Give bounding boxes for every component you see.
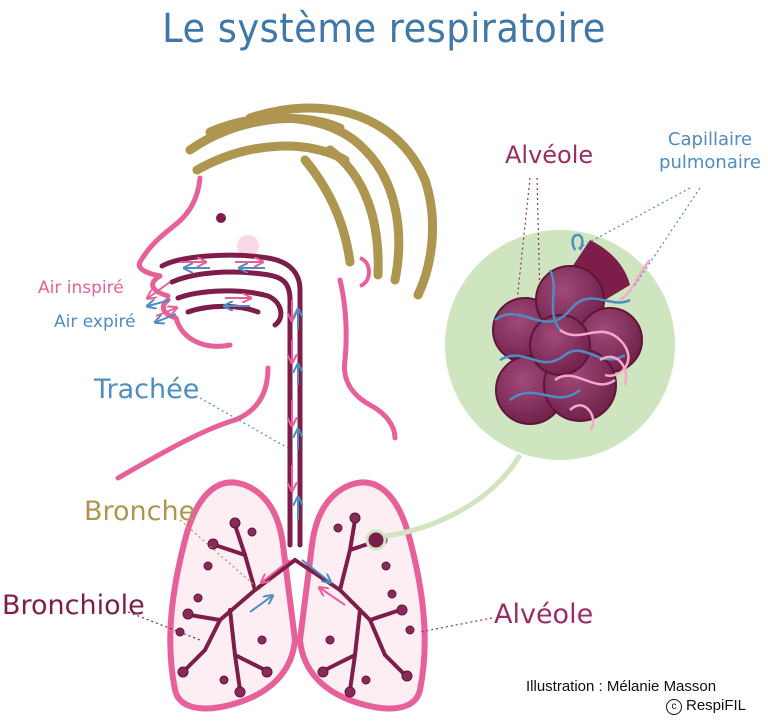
bronche-label: Bronche bbox=[84, 496, 196, 527]
copyright-holder: RespiFIL bbox=[686, 697, 747, 714]
capillaire-label-line2: pulmonaire bbox=[659, 152, 761, 173]
alveolus-zoom bbox=[445, 230, 675, 460]
airflow-arrows bbox=[148, 262, 298, 520]
air-inspire-label: Air inspiré bbox=[38, 278, 124, 298]
trachee-label: Trachée bbox=[94, 374, 200, 405]
ear bbox=[359, 256, 371, 288]
copyright-icon: c bbox=[666, 699, 682, 715]
face-profile bbox=[115, 175, 398, 481]
illustration-credit: Illustration : Mélanie Masson bbox=[526, 678, 717, 695]
alveole-label-lung: Alvéole bbox=[494, 599, 594, 630]
bronchi-arrows bbox=[249, 559, 346, 613]
capillaire-label-line1: Capillaire bbox=[667, 129, 753, 150]
capillaire-label: Capillaire pulmonaire bbox=[654, 128, 766, 174]
zoom-connector bbox=[384, 453, 523, 539]
bronchiole-label: Bronchiole bbox=[2, 590, 145, 621]
leader-lines bbox=[127, 177, 701, 641]
lungs bbox=[167, 479, 428, 712]
hair bbox=[185, 103, 438, 300]
page-title: Le système respiratoire bbox=[162, 6, 606, 52]
bronchi-tree bbox=[183, 518, 407, 692]
alveole-label-zoom: Alvéole bbox=[505, 141, 594, 169]
cheek bbox=[237, 235, 259, 257]
alveoli-clusters bbox=[175, 512, 415, 698]
zoom-source-marker bbox=[365, 529, 387, 551]
eye bbox=[216, 213, 226, 223]
air-expire-label: Air expiré bbox=[54, 312, 136, 332]
